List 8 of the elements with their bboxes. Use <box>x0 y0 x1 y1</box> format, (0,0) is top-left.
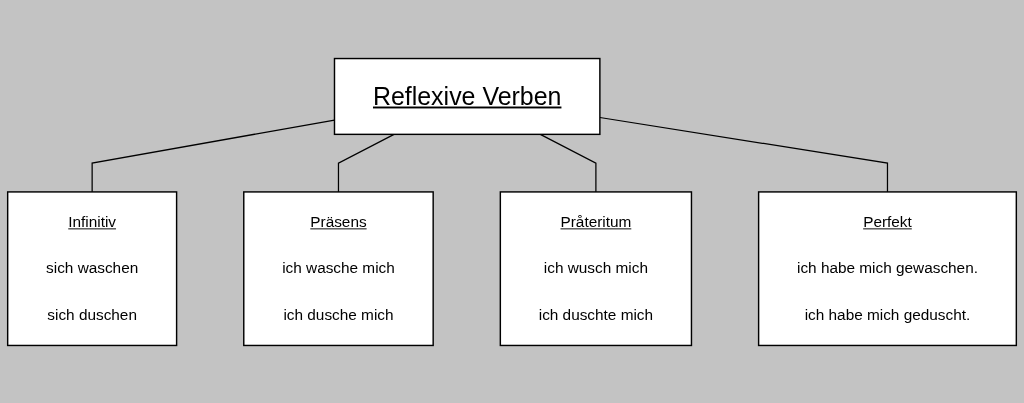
node-box: Pråteritum ich wusch mich ich duschte mich <box>499 190 693 346</box>
node-box: Reflexive Verben <box>333 57 601 135</box>
connector <box>599 116 889 193</box>
node-box: Perfekt ich habe mich gewaschen. ich habe mich geduscht. <box>757 190 1018 346</box>
connector <box>539 133 597 193</box>
node-box: Infinitiv sich waschen sich duschen <box>6 190 178 346</box>
node-box: Präsens ich wasche mich ich dusche mich <box>243 190 434 346</box>
connector <box>337 133 395 193</box>
